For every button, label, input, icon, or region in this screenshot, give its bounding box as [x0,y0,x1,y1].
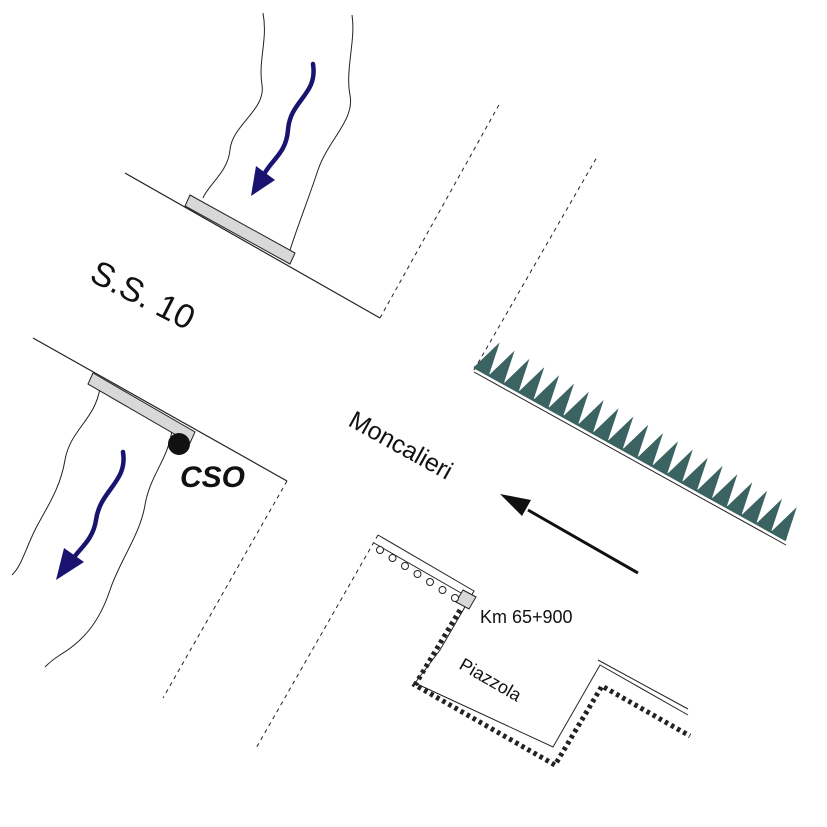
sawtooth-hedge-icon [473,342,797,546]
layby-label: Piazzola [456,654,526,706]
cso-label: CSO [180,461,245,494]
layby-outline [373,534,689,748]
manhole-circle [426,578,434,586]
stream-bank [44,429,173,668]
road-name-label: S.S. 10 [84,253,201,337]
road-ss10 [32,172,381,482]
stream-upper [202,12,354,251]
km-label: Km 65+900 [480,607,573,627]
side-road-edge [379,102,501,319]
manhole-circle [376,546,384,554]
curved-arrow-icon [56,449,126,580]
bridge-lower [87,372,196,444]
manhole-circle [401,562,409,570]
curved-arrow-icon [251,61,316,196]
side-road-edge [254,534,379,751]
manhole-circle [451,594,459,602]
side-road-edge [473,156,598,371]
road-edge-south [32,337,288,482]
road-edge-north [124,172,381,319]
bridge-upper [184,194,296,265]
manhole-circle [388,554,397,562]
side-roads [162,102,598,751]
side-road-edge [162,480,288,699]
manhole-circle [413,570,422,578]
stream-lower [11,387,173,668]
circle-row-icon [376,546,459,602]
layby-boundary [411,608,692,769]
stream-bank [202,12,265,199]
direction-label: Moncalieri [344,406,457,486]
filled-circle-icon [168,433,190,455]
straight-arrow-icon [500,494,639,575]
manhole-circle [438,586,447,594]
stream-bank [11,387,101,576]
stream-bank [289,14,354,251]
